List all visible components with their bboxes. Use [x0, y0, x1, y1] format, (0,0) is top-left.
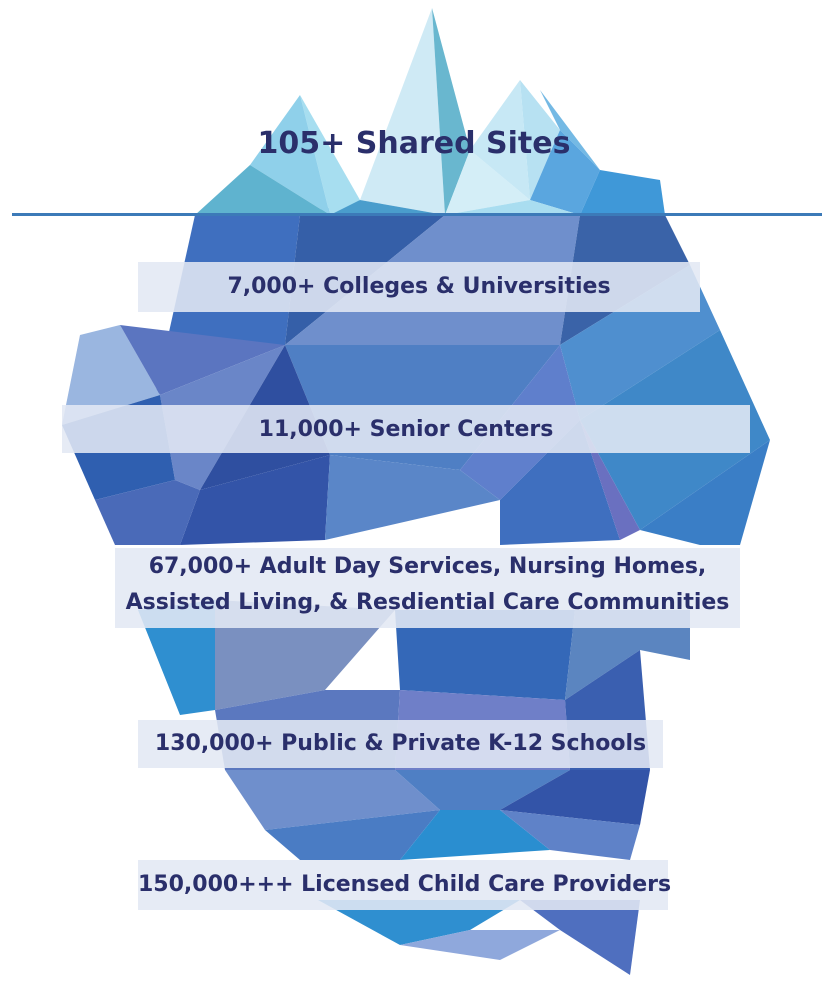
iceberg-tip	[195, 8, 665, 215]
tier-label-2: 11,000+ Senior Centers	[258, 417, 554, 442]
tier-label-4: 130,000+ Public & Private K-12 Schools	[154, 731, 647, 756]
tier-band-5: 150,000+++ Licensed Child Care Providers	[138, 860, 672, 910]
tier-label-1: 7,000+ Colleges & Universities	[227, 274, 611, 299]
tier-label-5: 150,000+++ Licensed Child Care Providers	[138, 872, 672, 897]
tip-label: 105+ Shared Sites	[257, 126, 571, 161]
tier-label-3b: Assisted Living, & Resdiential Care Comm…	[125, 590, 730, 615]
tier-band-3: 67,000+ Adult Day Services, Nursing Home…	[115, 548, 740, 628]
water-line	[12, 213, 822, 216]
tier-band-1: 7,000+ Colleges & Universities	[138, 262, 700, 312]
tier-band-2: 11,000+ Senior Centers	[62, 405, 750, 453]
tier-band-4: 130,000+ Public & Private K-12 Schools	[138, 720, 663, 768]
tier-label-3a: 67,000+ Adult Day Services, Nursing Home…	[148, 554, 707, 579]
